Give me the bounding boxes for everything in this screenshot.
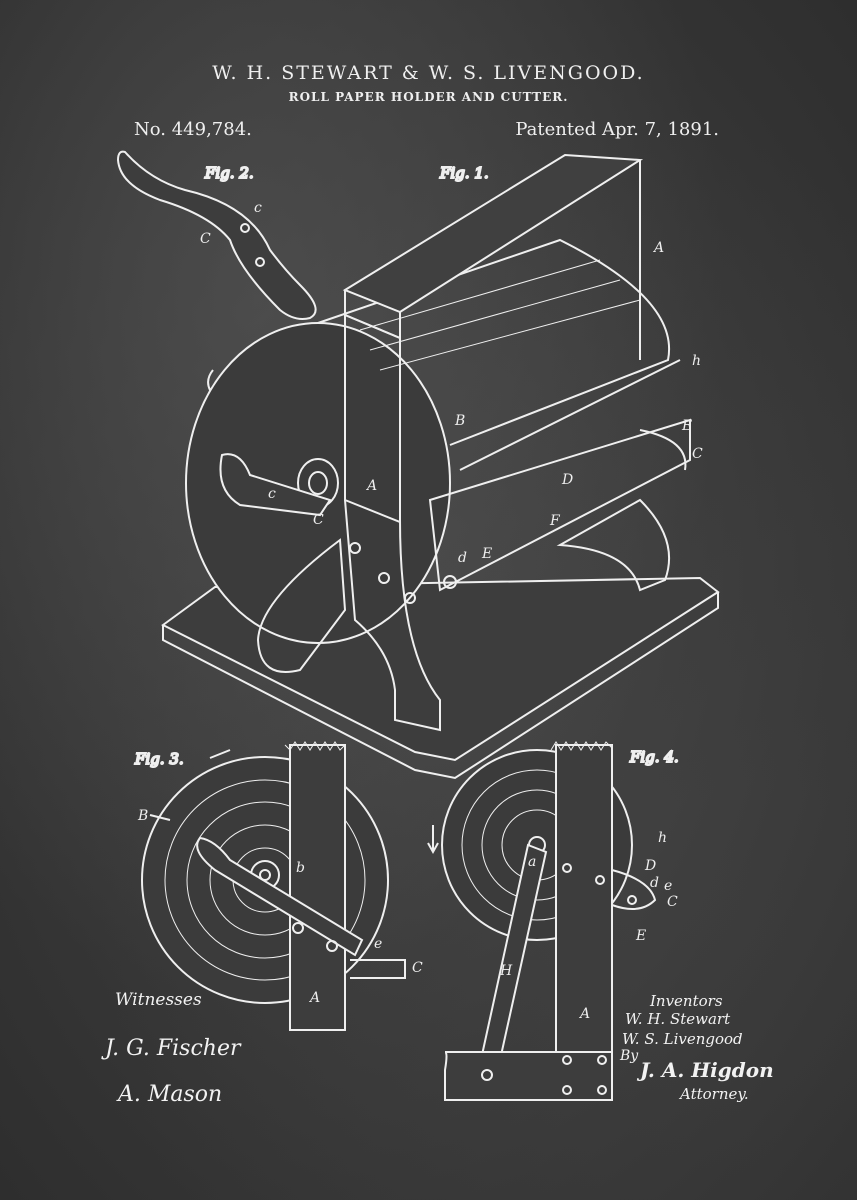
fig3-letter-B: B [137, 808, 148, 824]
inventors-label: Inventors [650, 992, 723, 1010]
witnesses-label: Witnesses [115, 990, 202, 1010]
fig4-letter-H: H [499, 963, 513, 979]
fig2-letter-c: c [254, 200, 262, 216]
fig3-arm [196, 836, 364, 957]
fig2-drawing [116, 150, 317, 320]
fig1-frame-top [342, 153, 644, 314]
fig3-letter-e: e [374, 936, 382, 952]
fig4-letter-E: E [635, 928, 646, 944]
fig1-letter-c: c [268, 486, 276, 502]
fig3-letter-A: A [308, 990, 320, 1006]
by-label: By [620, 1048, 639, 1064]
fig4-letter-d: d [650, 875, 659, 891]
fig1-caption: Fig. 1. [439, 164, 489, 182]
attorney-signature: J. A. Higdon [640, 1058, 774, 1082]
fig4-letter-h: h [658, 830, 667, 846]
fig4-letter-C: C [667, 894, 678, 910]
fig1-crank [219, 453, 332, 517]
fig4-letter-a: a [528, 854, 536, 870]
inventors-heading: W. H. STEWART & W. S. LIVENGOOD. [212, 62, 645, 84]
fig1-letter-C2: C [313, 512, 324, 528]
fig4-letter-D: D [644, 858, 656, 874]
patent-date: Patented Apr. 7, 1891. [515, 119, 719, 140]
fig3-letter-C: C [412, 960, 423, 976]
witness-signature-1: J. G. Fischer [105, 1036, 241, 1061]
fig1-letter-D: D [561, 472, 573, 488]
fig3-drawing [141, 741, 406, 1031]
fig3-caption: Fig. 3. [134, 750, 184, 768]
fig1-letter-A2: A [365, 478, 377, 494]
fig4-frame [555, 744, 613, 1101]
fig3-letter-b: b [296, 860, 305, 876]
patent-number: No. 449,784. [134, 119, 252, 140]
fig2-crank-handle [116, 150, 317, 320]
fig4-drawing [427, 741, 657, 1101]
fig4-base [444, 1051, 613, 1101]
inventor-signature-2: W. S. Livengood [622, 1030, 743, 1048]
fig3-frame [289, 744, 346, 1031]
fig1-letter-B: B [454, 413, 465, 429]
fig1-drawing [161, 153, 720, 780]
fig4-caption: Fig. 4. [629, 748, 679, 766]
fig1-letter-h: h [692, 353, 701, 369]
fig2-caption: Fig. 2. [204, 164, 254, 182]
fig1-letter-F: F [549, 513, 561, 529]
fig1-letter-E2: E [481, 546, 492, 562]
fig1-letter-E: E [681, 418, 692, 434]
fig4-letter-A: A [578, 1006, 590, 1022]
patent-title: ROLL PAPER HOLDER AND CUTTER. [288, 90, 569, 104]
attorney-label: Attorney. [680, 1085, 749, 1103]
fig1-letter-A: A [652, 240, 664, 256]
fig1-letter-d: d [458, 550, 467, 566]
witness-signature-2: A. Mason [118, 1082, 223, 1107]
fig4-letter-e: e [664, 878, 672, 894]
inventor-signature-1: W. H. Stewart [625, 1010, 731, 1028]
fig2-letter-C: C [200, 231, 211, 247]
fig1-letter-C: C [692, 446, 703, 462]
